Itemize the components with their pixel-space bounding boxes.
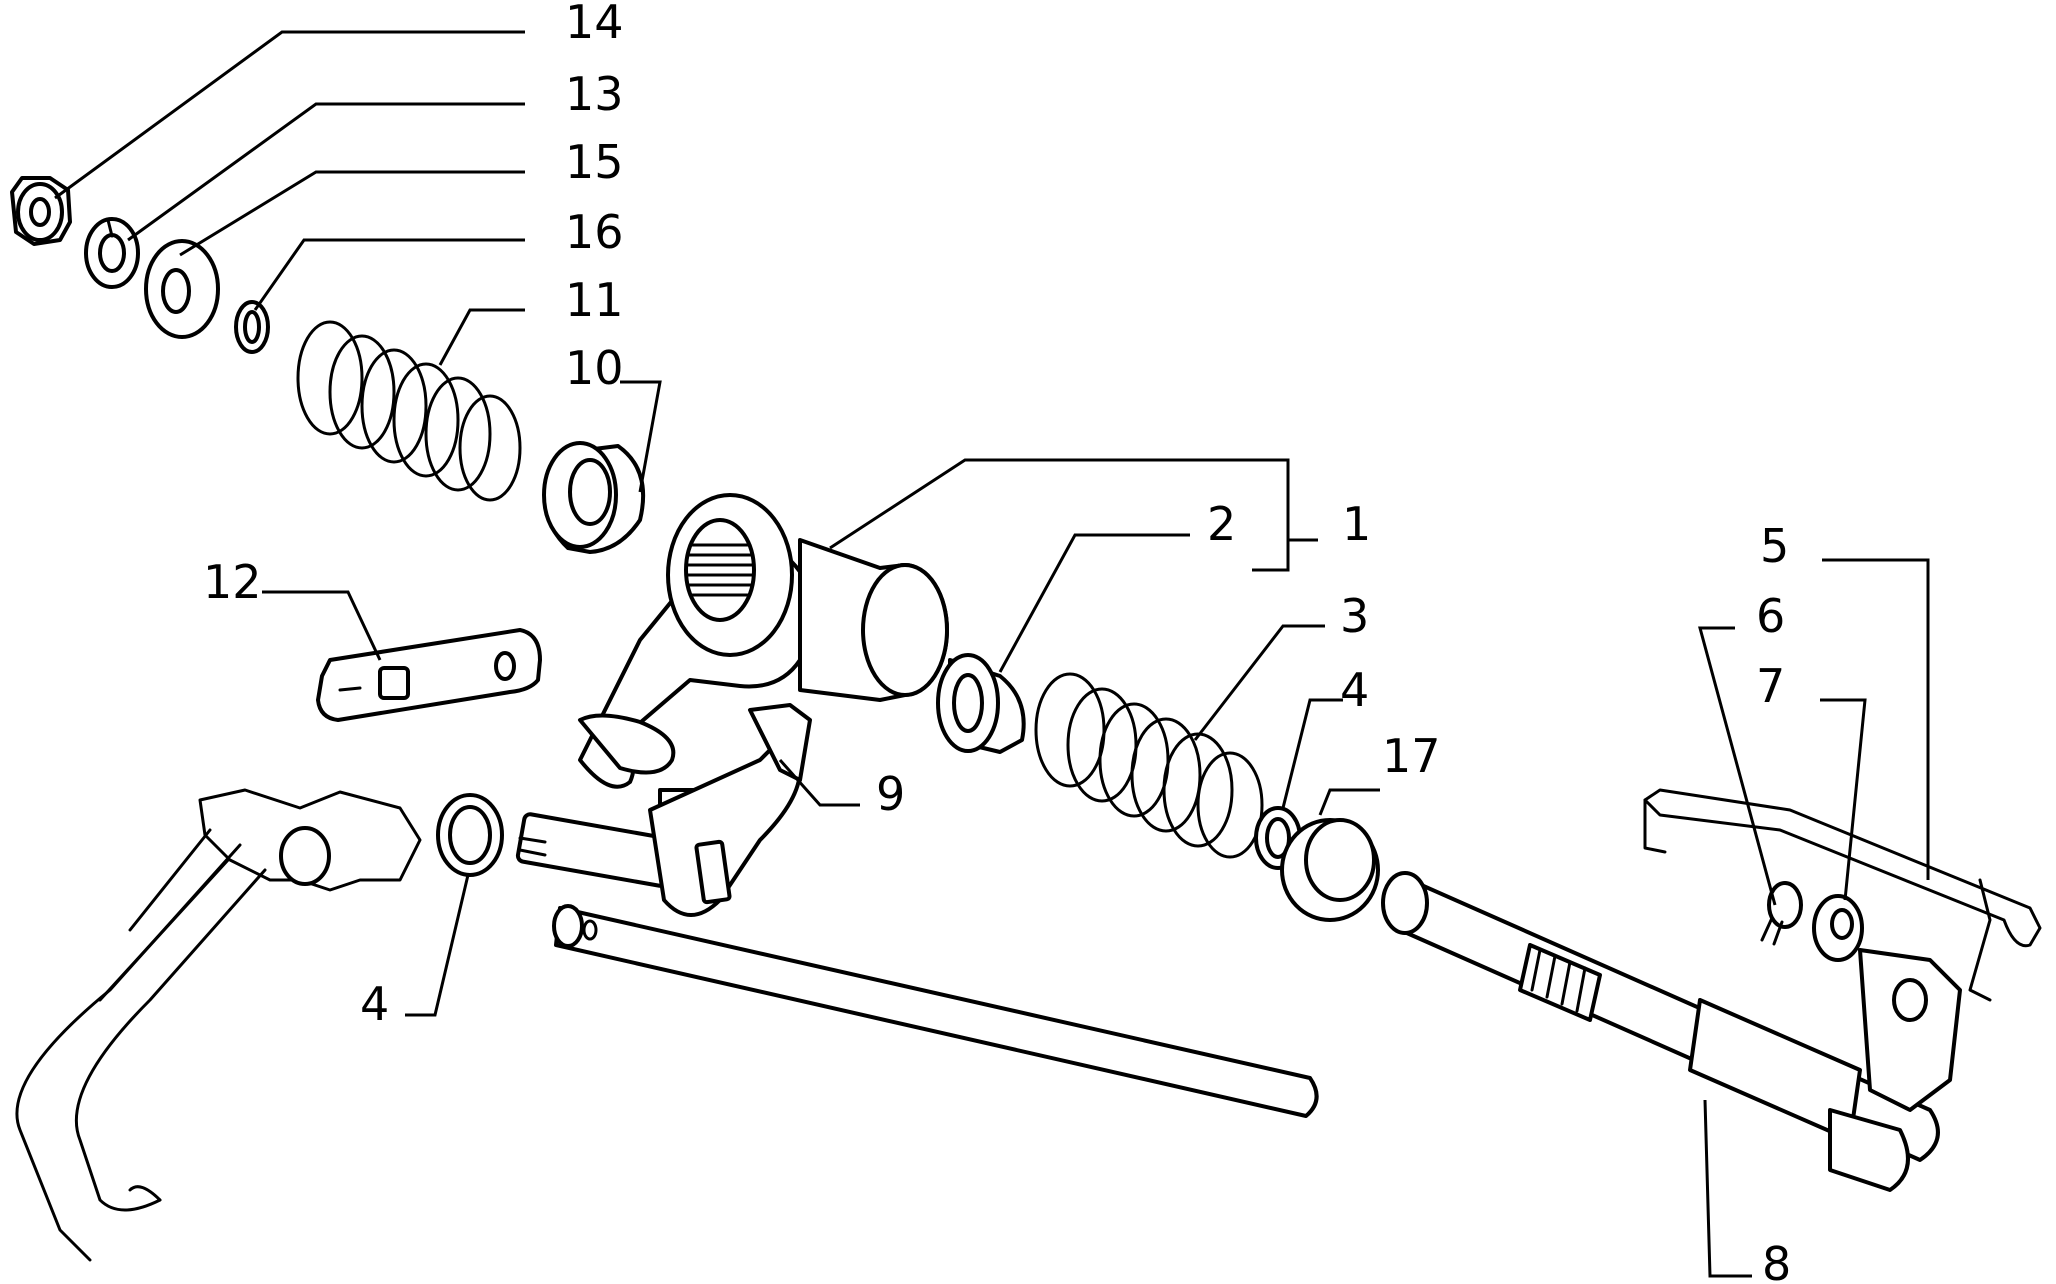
part-17-collar bbox=[1280, 818, 1380, 922]
callout-2: 2 bbox=[1207, 497, 1236, 551]
callout-17: 17 bbox=[1382, 729, 1441, 783]
part-4-o-ring-left bbox=[436, 793, 504, 877]
part-13-lock-washer bbox=[84, 217, 140, 289]
spline-teeth bbox=[684, 543, 756, 597]
part-10-bushing bbox=[542, 441, 646, 554]
leader-lines bbox=[54, 30, 1930, 1278]
callout-10: 10 bbox=[565, 341, 624, 395]
callout-12: 12 bbox=[203, 555, 262, 609]
callout-8: 8 bbox=[1762, 1237, 1791, 1284]
part-5-rod bbox=[1643, 788, 2042, 1002]
callout-4-left: 4 bbox=[360, 977, 389, 1031]
part-3-coil-spring bbox=[1034, 672, 1264, 859]
gear-lever bbox=[15, 788, 422, 1262]
callout-14: 14 bbox=[565, 0, 624, 49]
callout-7: 7 bbox=[1756, 659, 1785, 713]
part-14-hex-nut bbox=[10, 176, 72, 246]
callout-9: 9 bbox=[876, 767, 905, 821]
part-7-washer bbox=[1812, 894, 1864, 962]
callout-labels: 14 13 15 16 11 10 1 2 3 4 17 12 9 4 5 6 … bbox=[203, 0, 1791, 1284]
part-6-clip bbox=[1760, 881, 1803, 946]
part-1-lever-shaft bbox=[578, 493, 949, 789]
callout-4-right: 4 bbox=[1340, 663, 1369, 717]
callout-11: 11 bbox=[565, 273, 624, 327]
part-9-selector-arm bbox=[515, 703, 812, 917]
callout-15: 15 bbox=[565, 135, 624, 189]
part-2-sleeve bbox=[936, 653, 1026, 754]
part-12-link-plate bbox=[316, 628, 542, 722]
callout-16: 16 bbox=[565, 205, 624, 259]
callout-3: 3 bbox=[1340, 589, 1369, 643]
part-15-flat-washer bbox=[144, 239, 220, 339]
part-8-shift-shaft bbox=[1381, 871, 1962, 1192]
spline-ridges bbox=[1530, 948, 1587, 1013]
long-rod bbox=[552, 904, 1319, 1118]
callout-1: 1 bbox=[1342, 497, 1371, 551]
callout-5: 5 bbox=[1760, 519, 1789, 573]
callout-6: 6 bbox=[1756, 589, 1785, 643]
part-16-small-ring bbox=[234, 300, 270, 354]
part-11-coil-spring bbox=[296, 320, 522, 502]
callout-13: 13 bbox=[565, 67, 624, 121]
